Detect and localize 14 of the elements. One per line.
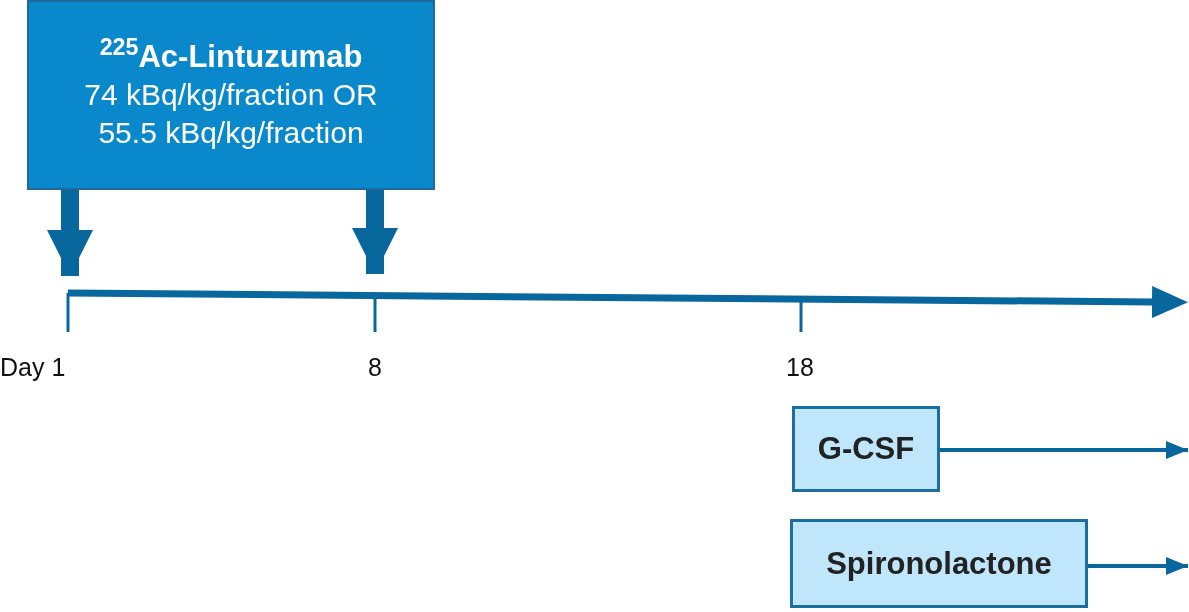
drug-box (792, 406, 940, 492)
arrow (352, 190, 398, 274)
box-title: Spironolactone (826, 544, 1052, 583)
box-title: $^{225}$Ac-Lintuzumab (99, 38, 363, 76)
arrow (1088, 557, 1188, 575)
tick-label: Day 1 (0, 352, 66, 382)
drug-box (790, 519, 1088, 608)
treatment-box (27, 0, 435, 190)
box-title: G-CSF (817, 430, 915, 468)
tick-label: 18 (786, 352, 814, 382)
box-text: 74 kBq/kg/fraction OR 55.5 kBq/kg/fraction (83, 77, 379, 151)
tick-label: 8 (368, 352, 382, 382)
arrow (47, 190, 93, 276)
arrow (940, 441, 1188, 459)
